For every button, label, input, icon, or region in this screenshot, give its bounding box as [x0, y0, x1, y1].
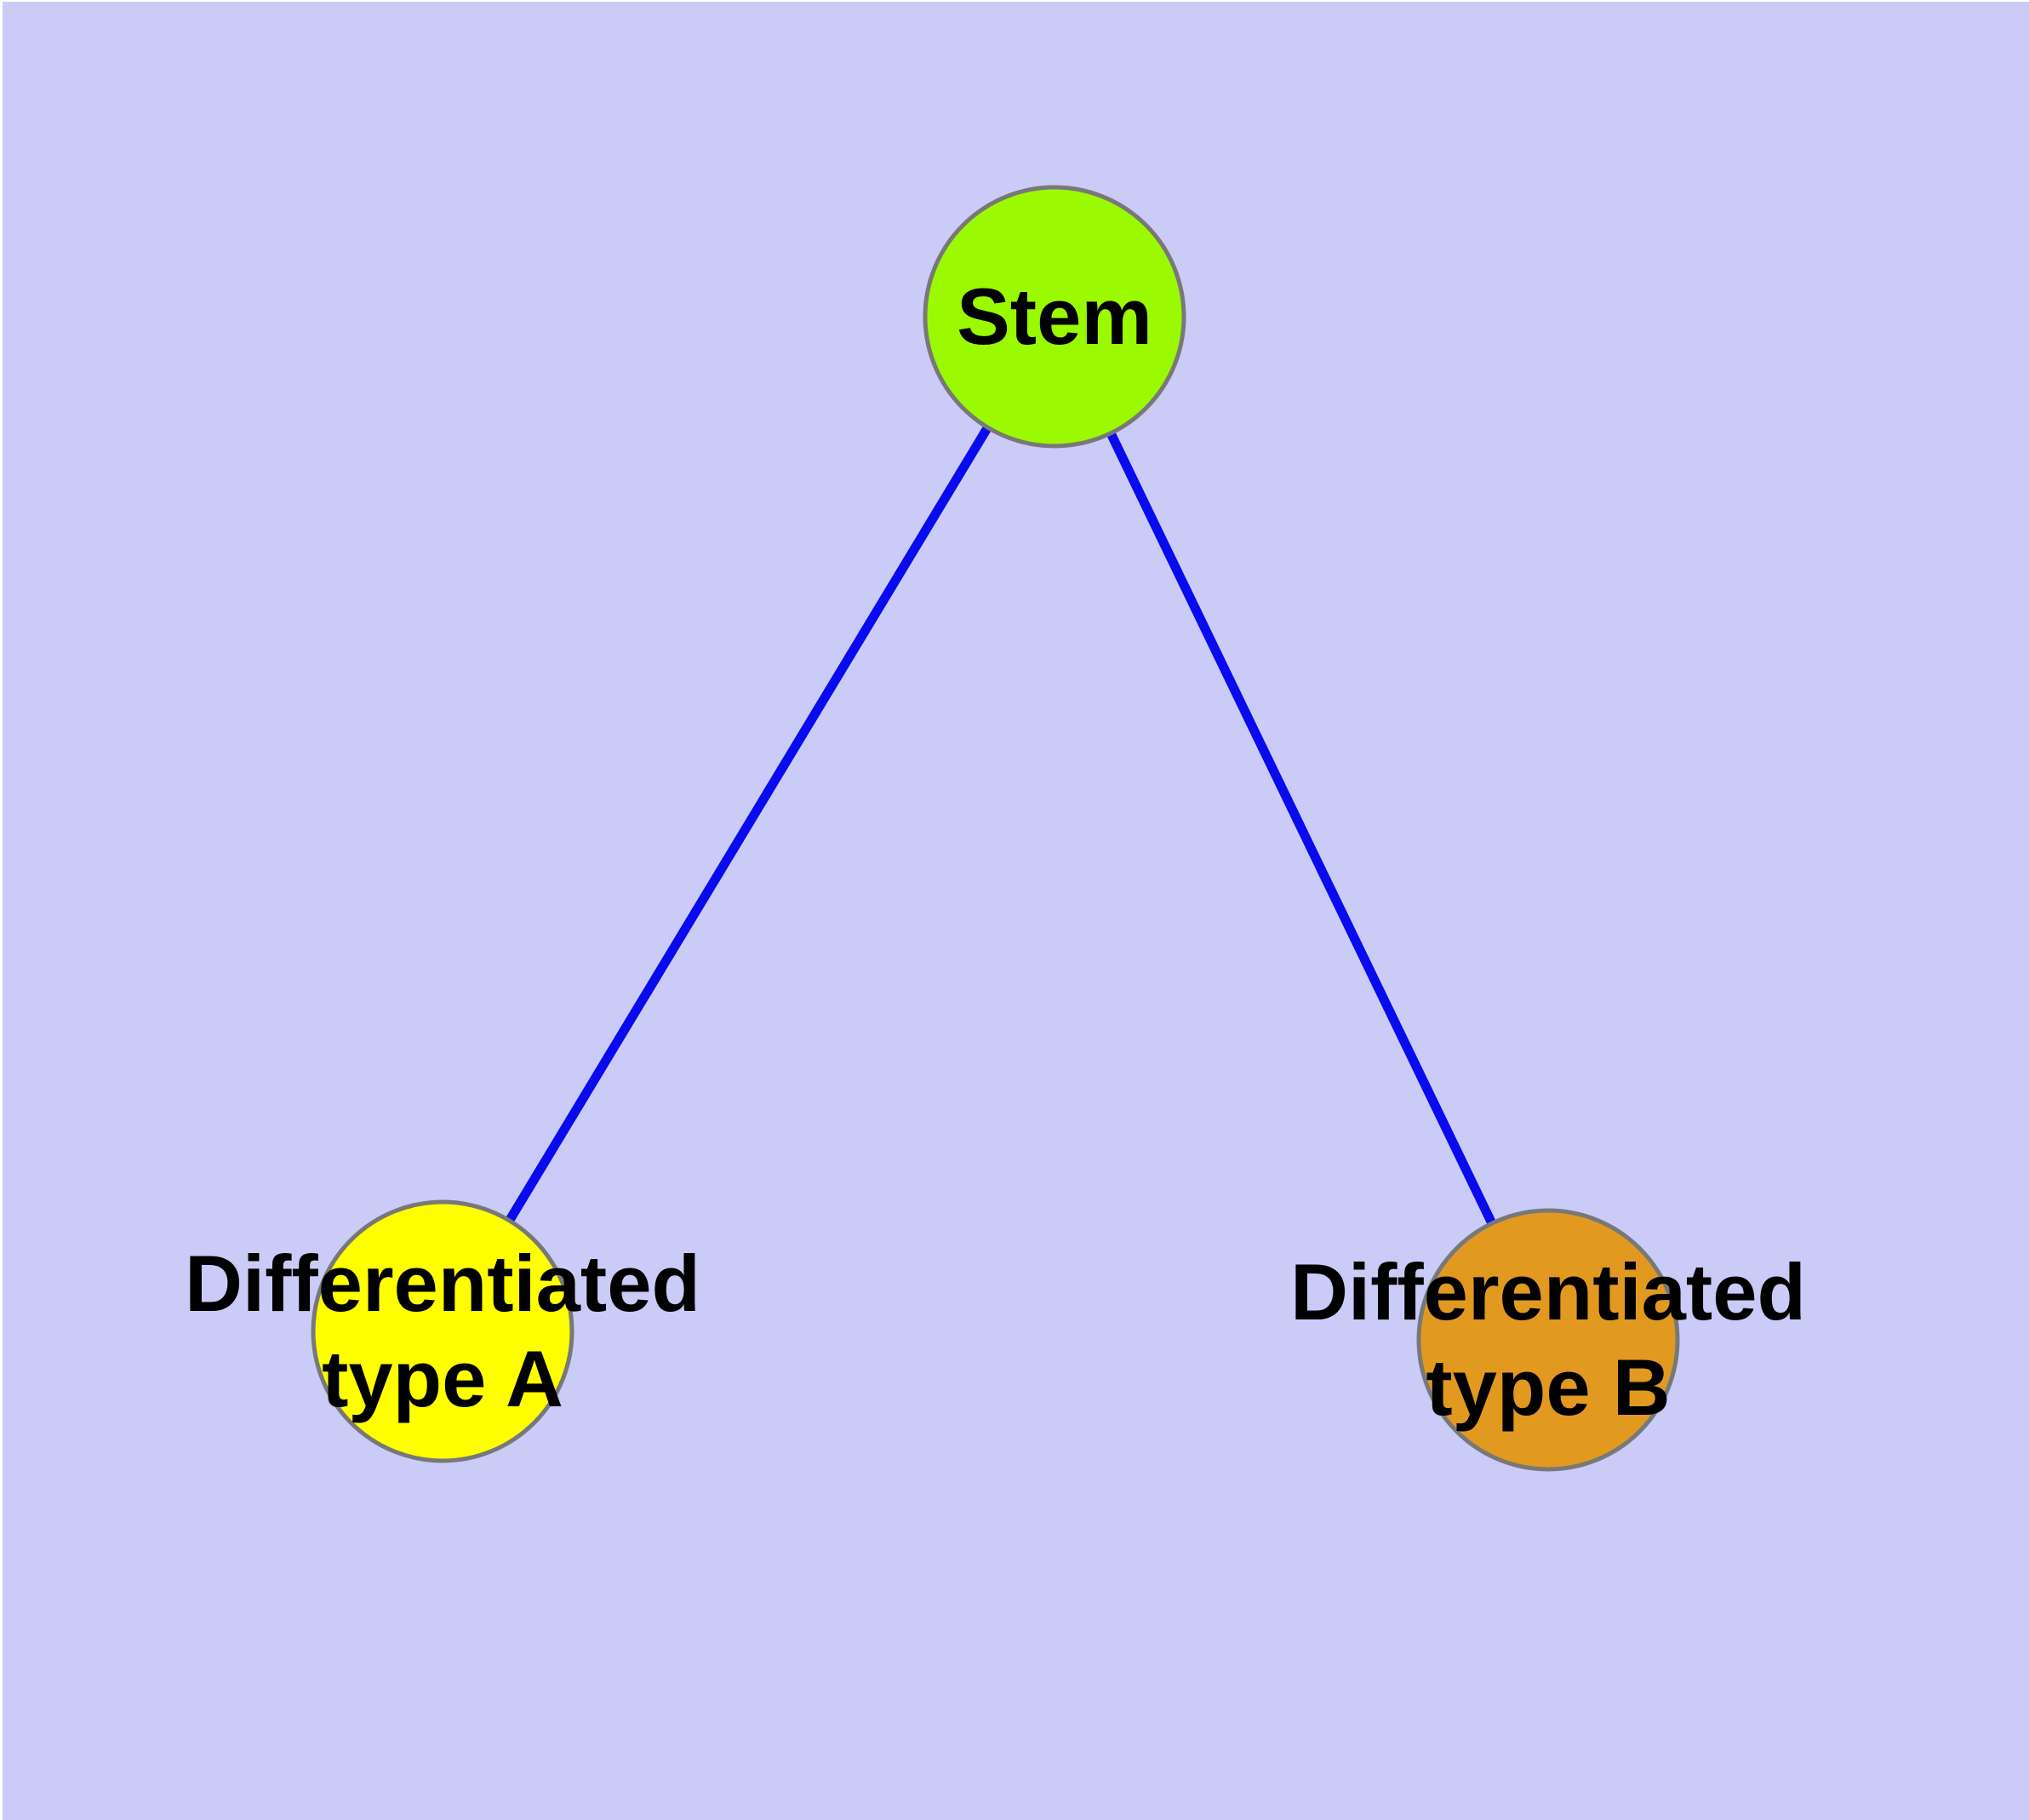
node-circle-stem: [923, 185, 1186, 449]
edge-stem-to-differentiated-type-a: [438, 314, 1059, 1334]
edge-stem-to-differentiated-type-b: [1050, 314, 1552, 1342]
node-circle-differentiated-type-b: [1416, 1208, 1680, 1472]
node-circle-differentiated-type-a: [311, 1199, 574, 1463]
